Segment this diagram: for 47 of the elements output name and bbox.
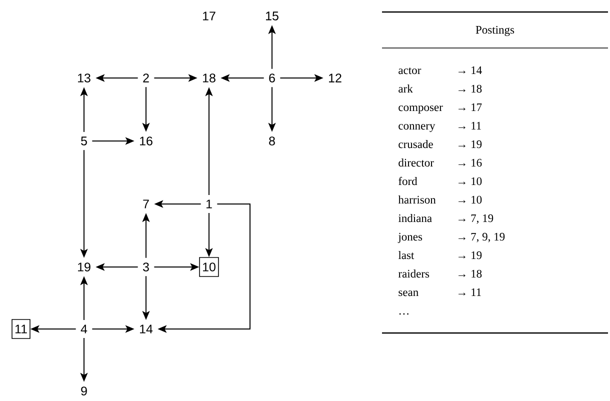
vertex-number: 4 [80, 324, 88, 334]
term: indiana [398, 214, 432, 222]
vertex-number: 8 [269, 136, 275, 146]
boxed-vertex: 11 [12, 319, 30, 339]
posting-list: → 17 [458, 103, 482, 111]
term: … [399, 313, 408, 315]
vertex-number: 19 [78, 262, 90, 272]
posting-list: → 7, 19 [458, 214, 494, 224]
posting-list: → 18 [458, 84, 482, 93]
vertex-number: 18 [203, 74, 216, 82]
vertex-number: 6 [269, 74, 275, 82]
vertex-number: 15 [266, 12, 278, 20]
posting-list: → 16 [458, 158, 482, 167]
vertex-number: 17 [203, 12, 216, 20]
term: composer [398, 106, 443, 114]
posting-list: → 10 [458, 196, 482, 204]
posting-list: → 10 [458, 177, 482, 186]
term: last [398, 251, 414, 260]
posting-list: → 7, 9, 19 [458, 232, 505, 242]
vertex-number: 13 [78, 74, 90, 82]
vertex-number: 1 [206, 200, 212, 208]
posting-list: → 19 [458, 140, 482, 148]
vertex-number: 16 [140, 136, 152, 146]
posting-list: → 11 [458, 122, 481, 130]
posting-list: → 11 [458, 288, 481, 296]
table-heading: Postings [476, 26, 514, 36]
term: actor [398, 68, 422, 74]
vertex-number: 2 [143, 74, 149, 82]
posting-list: → 14 [458, 66, 482, 74]
vertex-number: 3 [143, 262, 149, 272]
posting-list: → 19 [458, 251, 482, 260]
term: director [398, 158, 434, 167]
term: sean [398, 290, 418, 296]
term: crusade [398, 140, 433, 148]
term: ford [398, 176, 418, 186]
boxed-vertex: 10 [199, 257, 219, 277]
term: jones [398, 232, 422, 243]
vertex-number: 7 [143, 200, 149, 208]
term: ark [398, 84, 413, 93]
posting-list: → 18 [458, 270, 482, 278]
vertex-number: 12 [329, 74, 342, 82]
term: connery [398, 124, 436, 132]
vertex-number: 9 [81, 386, 87, 396]
term: raiders [398, 270, 430, 278]
term: harrison [398, 196, 436, 204]
vertex-number: 5 [81, 136, 87, 146]
vertex-number: 14 [140, 324, 153, 334]
